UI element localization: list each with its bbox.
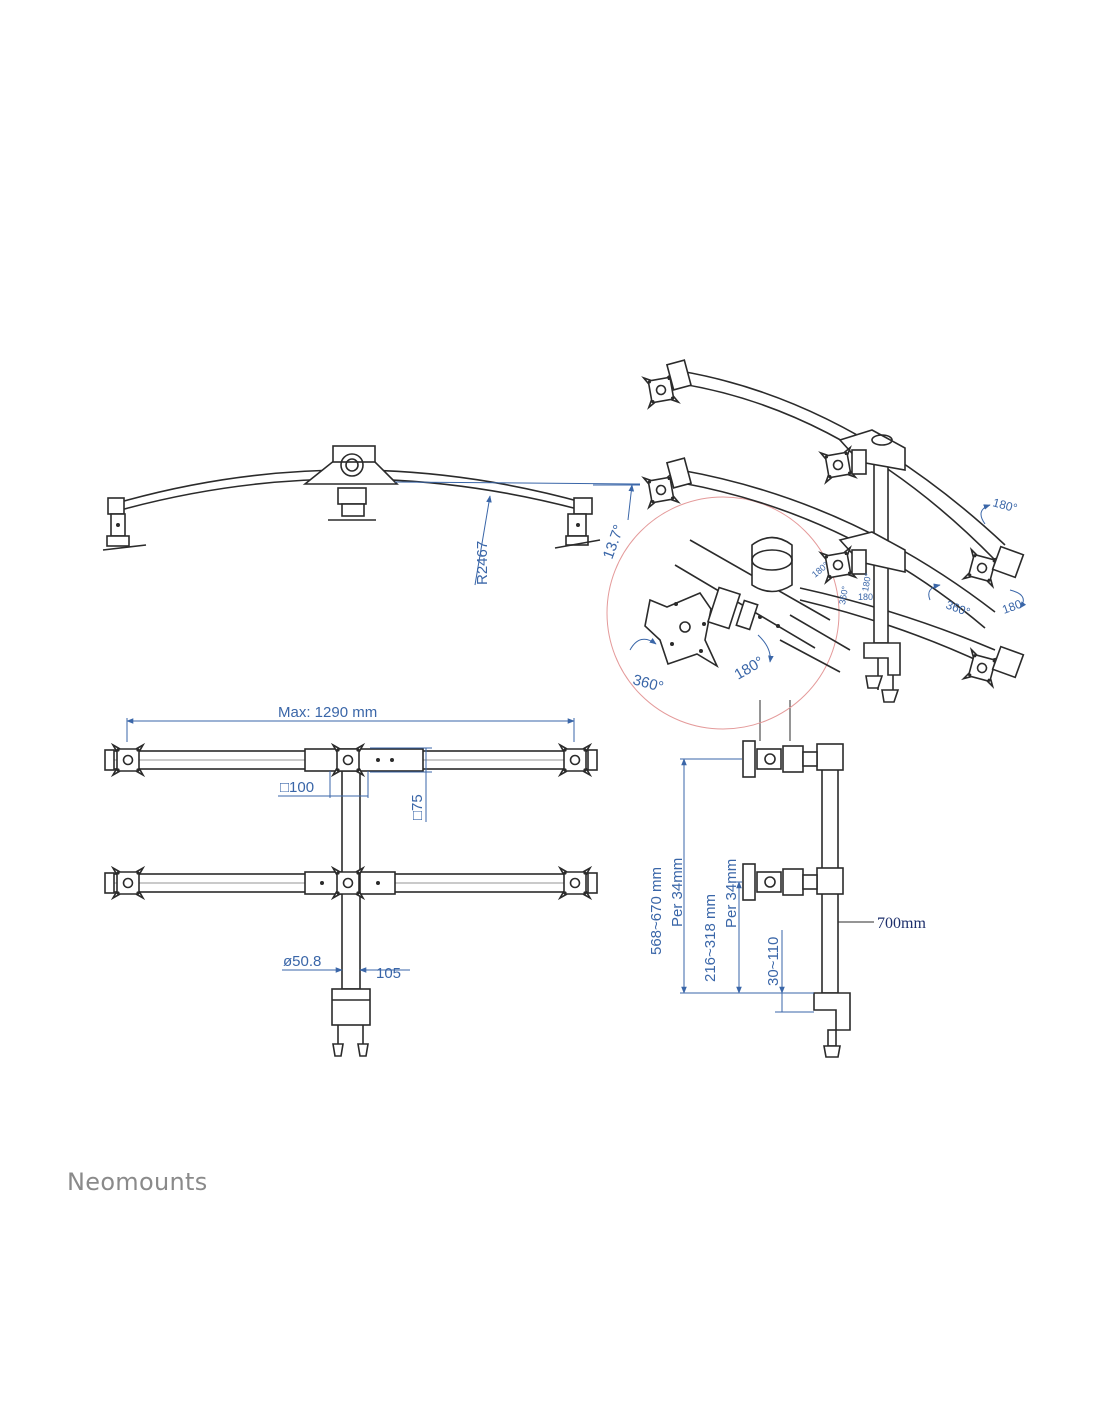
- max-width-label: Max: 1290 mm: [278, 704, 377, 721]
- lower-range-label: 216~318 mm: [702, 894, 719, 982]
- total-range-label: 568~670 mm: [648, 867, 665, 955]
- pole-diameter-label: ø50.8: [283, 953, 321, 970]
- isometric-view: 180° 180 360° 180° 180° 360° 180: [642, 359, 1027, 703]
- top-view: R2467 13.7°: [102, 445, 641, 586]
- rotate-label: 360°: [944, 598, 972, 620]
- detail-tilt-label: 180°: [732, 653, 767, 683]
- clamp-label: 105: [376, 965, 401, 982]
- swivel-label: 180: [1000, 597, 1024, 617]
- small-rotation-b: 180°: [860, 572, 873, 592]
- small-rotation-d: 180: [858, 592, 873, 602]
- tilt-label: 180°: [991, 495, 1019, 515]
- radius-label: R2467: [474, 541, 491, 585]
- clamp-range-label: 30~110: [765, 937, 782, 986]
- front-view: Max: 1290 mm □100 □75: [104, 704, 598, 1057]
- brand-logo: Neomounts: [67, 1168, 208, 1196]
- small-rotation-c: 360°: [837, 585, 850, 605]
- detail-rotate-label: 360°: [631, 671, 665, 695]
- pole-height-label: 700mm: [877, 915, 926, 932]
- total-step-label: Per 34mm: [669, 858, 686, 927]
- vesa-height-label: □75: [409, 794, 426, 820]
- angle-label: 13.7°: [600, 522, 628, 561]
- lower-step-label: Per 34mm: [723, 859, 740, 928]
- vesa-width-label: □100: [280, 779, 314, 796]
- side-view: 568~670 mm Per 34mm 216~318 mm Per 34mm …: [648, 700, 926, 1058]
- detail-view: 360° 180°: [606, 496, 851, 730]
